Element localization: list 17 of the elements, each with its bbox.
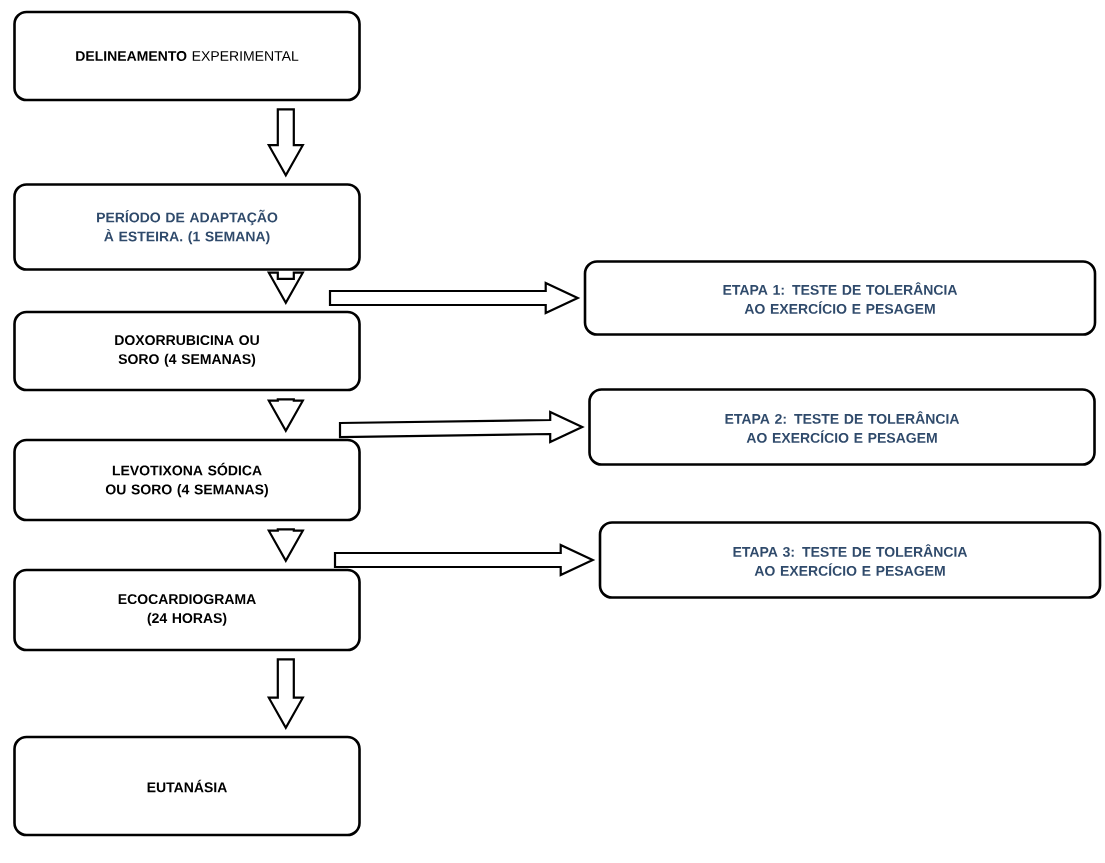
block-arrow — [333, 543, 596, 577]
step-box: LEVOTIXONA SÓDICA OU SORO (4 SEMANAS) — [13, 438, 361, 522]
step-box: DOXORRUBICINA OU SORO (4 SEMANAS) — [13, 310, 361, 392]
step-box: DELINEAMENTO EXPERIMENTAL — [13, 10, 361, 102]
step-box: ETAPA 1: TESTE DE TOLERÂNCIA AO EXERCÍCIO E PESAGEM — [583, 260, 1097, 336]
step-box: ETAPA 3: TESTE DE TOLERÂNCIA AO EXERCÍCIO E PESAGEM — [598, 521, 1102, 599]
step-box: EUTANÁSIA — [13, 735, 361, 837]
block-arrow — [266, 108, 305, 178]
block-arrow — [266, 658, 305, 730]
block-arrow — [266, 398, 305, 433]
step-box: PERÍODO DE ADAPTAÇÃO À ESTEIRA. (1 SEMANA) — [13, 183, 361, 271]
block-arrow — [328, 281, 581, 315]
block-arrow — [266, 528, 305, 563]
step-box: ETAPA 2: TESTE DE TOLERÂNCIA AO EXERCÍCIO E PESAGEM — [588, 388, 1096, 466]
step-box: ECOCARDIOGRAMA (24 HORAS) — [13, 568, 361, 652]
block-arrow — [338, 410, 585, 444]
block-arrow — [266, 271, 305, 305]
